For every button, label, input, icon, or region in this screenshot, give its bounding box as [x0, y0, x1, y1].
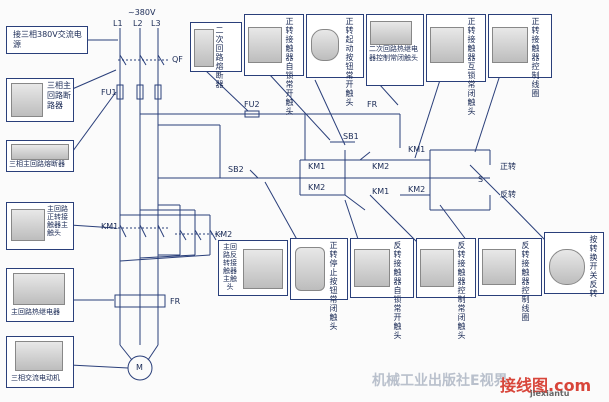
rev-self-photo	[354, 249, 390, 287]
selector-callout: 按转换开关反转	[544, 232, 604, 298]
fwd-stop-callout: 正转停止按钮常闭触头	[290, 238, 348, 331]
contactor-text: 主回路正转接触器主触头	[47, 205, 68, 237]
fwd-coil-photo	[492, 27, 528, 63]
fwd-self-text: 正转接触器自锁常开触头	[285, 17, 294, 116]
rev-interlock-photo	[420, 249, 454, 287]
site-url: jiexiantu	[530, 389, 570, 398]
rev-coil-callout: 反转接触器控制线圈	[478, 238, 542, 322]
main-breaker-callout: 三相主回路断路器	[6, 78, 74, 122]
fwd-coil-callout: 正转接触器控制线圈	[488, 14, 552, 98]
supply-callout: 接三相380V交流电源	[6, 26, 88, 54]
rev-main-photo	[243, 249, 283, 289]
aux-breaker-photo	[194, 29, 214, 67]
fwd-interlock-callout: 正转接触器互锁常闭触头	[426, 14, 486, 116]
km2-ctrl-c: KM2	[408, 185, 426, 194]
motor-tag: M	[136, 363, 143, 372]
rev-interlock-text: 反转接触器控制常闭触头	[457, 241, 466, 340]
rev-coil-photo	[482, 249, 516, 285]
km1-ctrl-c: KM1	[408, 145, 426, 154]
selector-text: 按转换开关反转	[589, 235, 598, 298]
fwd-interlock-text: 正转接触器互锁常闭触头	[467, 17, 476, 116]
km1-ctrl-b: KM1	[372, 187, 390, 196]
fr2-tag: FR	[367, 100, 378, 109]
phase-l3: L3	[151, 19, 161, 28]
km2-ctrl-a: KM2	[372, 162, 390, 171]
thermal-nc-callout: 二次回路热继电器控制常闭触头	[366, 14, 424, 86]
fuse-text: 三相主回路熔断器	[9, 160, 65, 168]
aux-breaker-text: 二次回路熔断器	[215, 26, 224, 89]
thermal-photo	[13, 273, 65, 305]
qf-tag: QF	[172, 55, 183, 64]
thermal-callout: 主回路热继电器	[6, 268, 74, 322]
fuse-callout: 三相主回路熔断器	[6, 140, 74, 172]
main-breaker-text: 三相主回路断路器	[47, 81, 71, 110]
sb2-tag: SB2	[228, 165, 244, 174]
thermal-text: 主回路热继电器	[11, 308, 60, 316]
voltage-label: ~380V	[128, 8, 156, 17]
rev-main-callout: 主回路反转接触器主触头	[218, 240, 288, 296]
aux-breaker-callout: 二次回路熔断器	[190, 22, 242, 89]
fwd-self-callout: 正转接触器自锁常开触头	[244, 14, 304, 116]
contactor-callout: 主回路正转接触器主触头	[6, 202, 74, 250]
motor-text: 三相交流电动机	[11, 374, 60, 382]
km1-tag: KM1	[101, 222, 119, 231]
fwd-coil-text: 正转接触器控制线圈	[531, 17, 540, 98]
rev-coil-text: 反转接触器控制线圈	[521, 241, 530, 322]
fwd-stop-photo	[295, 247, 325, 291]
phase-l2: L2	[133, 19, 143, 28]
motor-callout: 三相交流电动机	[6, 336, 74, 388]
fwd-self-photo	[248, 27, 282, 63]
publisher-watermark: 机械工业出版社E视界	[372, 373, 508, 389]
motor-photo	[15, 341, 63, 371]
fuse-photo	[11, 144, 69, 160]
rev-self-callout: 反转接触器自锁常开触头	[350, 238, 414, 340]
start-button-callout: 正转起动按钮常开触头	[306, 14, 364, 107]
rev-main-text: 主回路反转接触器主触头	[223, 243, 237, 291]
km2-main-tag: KM2	[215, 230, 233, 239]
rev-self-text: 反转接触器自锁常开触头	[393, 241, 402, 340]
fr-tag: FR	[170, 297, 181, 306]
rev-interlock-callout: 反转接触器控制常闭触头	[416, 238, 476, 340]
fwd-stop-text: 正转停止按钮常闭触头	[329, 241, 338, 331]
selector-photo	[549, 249, 585, 285]
breaker-photo	[11, 83, 43, 117]
fwd-state: 正转	[500, 162, 516, 171]
km1-ctrl-a: KM1	[308, 162, 326, 171]
km2-ctrl-b: KM2	[308, 183, 326, 192]
sb1-tag: SB1	[343, 132, 359, 141]
supply-text: 接三相380V交流电源	[13, 30, 82, 49]
phase-l1: L1	[113, 19, 123, 28]
start-button-text: 正转起动按钮常开触头	[345, 17, 354, 107]
thermal-nc-photo	[370, 21, 412, 45]
rev-state: 反转	[500, 190, 516, 199]
fu1-tag: FU1	[101, 88, 117, 97]
contactor-photo	[11, 209, 45, 241]
start-button-photo	[311, 29, 339, 61]
fu2-tag: FU2	[244, 100, 260, 109]
fwd-interlock-photo	[430, 27, 464, 63]
s-tag: S	[478, 175, 484, 184]
thermal-nc-text: 二次回路热继电器控制常闭触头	[369, 45, 418, 62]
site-watermark: 接线图.com	[500, 376, 592, 395]
